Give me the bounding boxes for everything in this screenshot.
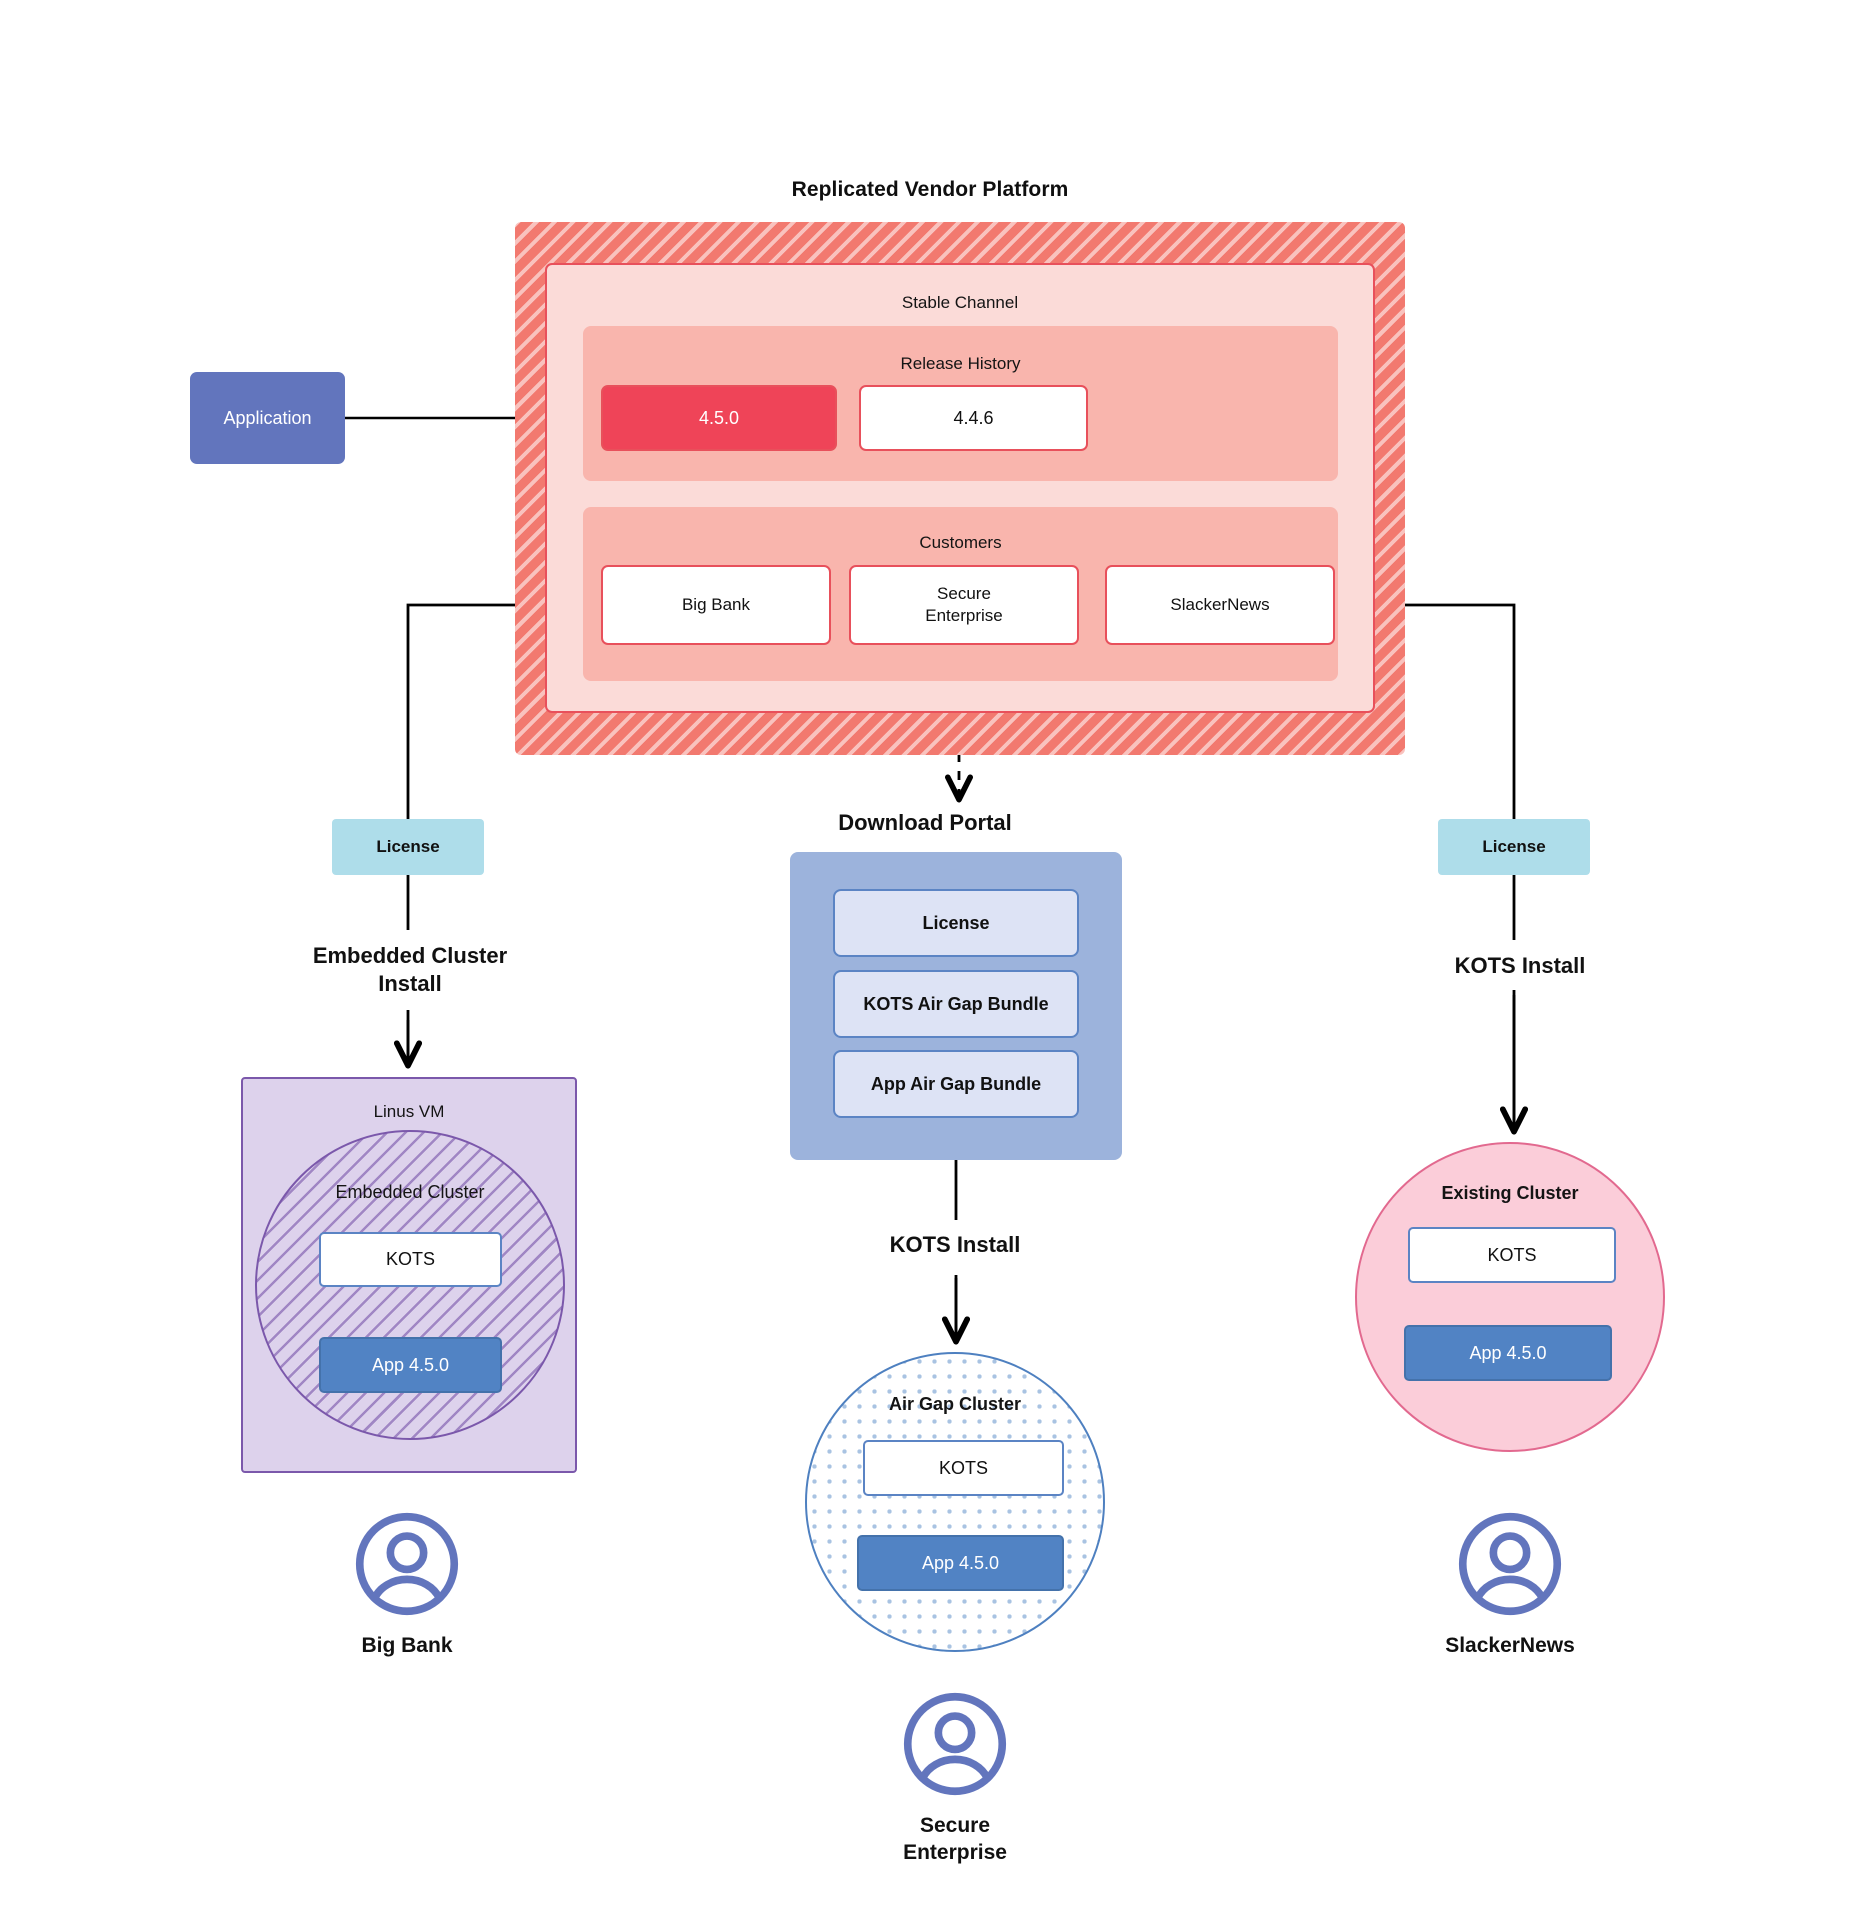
kots-box-right[interactable]: KOTS [1408, 1227, 1616, 1283]
persona-secure-enterprise: Secure Enterprise [855, 1690, 1055, 1867]
license-chip-left[interactable]: License [332, 819, 484, 875]
persona-big-bank: Big Bank [307, 1510, 507, 1659]
app-box-right[interactable]: App 4.5.0 [1404, 1325, 1612, 1381]
air-gap-cluster-title: Air Gap Cluster [888, 1393, 1022, 1414]
flow-label-kots-install-right: KOTS Install [1454, 953, 1586, 978]
flow-label-embedded-cluster-install: Embedded Cluster Install [312, 943, 508, 997]
air-gap-cluster-circle [805, 1352, 1105, 1652]
persona-label-slackernews: SlackerNews [1445, 1634, 1575, 1657]
existing-cluster-circle [1355, 1142, 1665, 1452]
portal-item-license[interactable]: License [833, 889, 1079, 957]
page-title: Replicated Vendor Platform [791, 178, 1069, 201]
customer-card-slackernews[interactable]: SlackerNews [1105, 565, 1335, 645]
persona-label-big-bank: Big Bank [361, 1634, 453, 1657]
customer-card-big-bank[interactable]: Big Bank [601, 565, 831, 645]
kots-box-middle[interactable]: KOTS [863, 1440, 1064, 1496]
app-box-middle[interactable]: App 4.5.0 [857, 1535, 1064, 1591]
license-chip-right[interactable]: License [1438, 819, 1590, 875]
stable-channel-title: Stable Channel [901, 293, 1019, 312]
release-chip-current[interactable]: 4.5.0 [601, 385, 837, 451]
customer-card-secure-enterprise[interactable]: Secure Enterprise [849, 565, 1079, 645]
flow-label-kots-install-middle: KOTS Install [889, 1232, 1021, 1257]
portal-item-kots-air-gap-bundle[interactable]: KOTS Air Gap Bundle [833, 970, 1079, 1038]
download-portal-title: Download Portal [838, 810, 1012, 835]
application-node[interactable]: Application [190, 372, 345, 464]
embedded-cluster-title: Embedded Cluster [335, 1181, 485, 1202]
persona-label-secure-enterprise: Secure Enterprise [903, 1814, 1007, 1865]
persona-slackernews: SlackerNews [1410, 1510, 1610, 1659]
existing-cluster-title: Existing Cluster [1441, 1182, 1579, 1203]
portal-item-app-air-gap-bundle[interactable]: App Air Gap Bundle [833, 1050, 1079, 1118]
user-avatar-icon [1458, 1512, 1562, 1616]
release-history-title: Release History [900, 354, 1021, 373]
release-chip-previous[interactable]: 4.4.6 [859, 385, 1088, 451]
customers-title: Customers [919, 533, 1002, 552]
user-avatar-icon [903, 1692, 1007, 1796]
app-box-left[interactable]: App 4.5.0 [319, 1337, 502, 1393]
linux-vm-title: Linus VM [373, 1102, 445, 1121]
kots-box-left[interactable]: KOTS [319, 1232, 502, 1287]
user-avatar-icon [355, 1512, 459, 1616]
